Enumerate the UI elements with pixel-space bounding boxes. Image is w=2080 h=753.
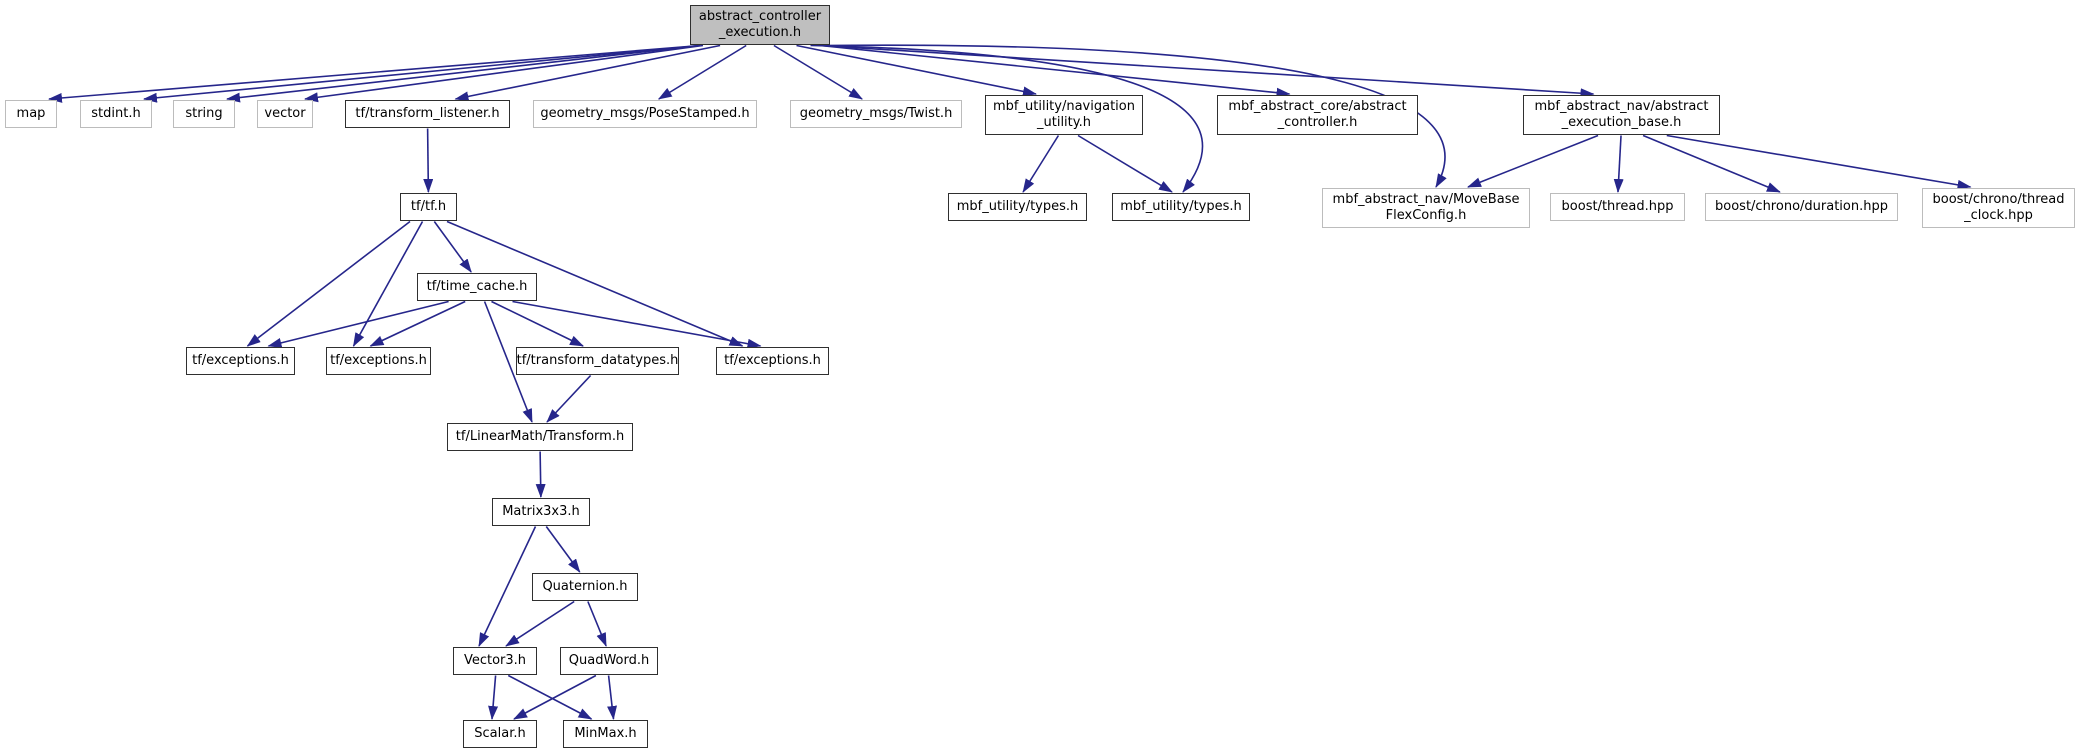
node-exceptions3[interactable]: tf/exceptions.h [716,347,829,375]
edge-quaternion-vector3 [505,600,575,647]
edge-time_cache-exceptions1 [267,300,449,348]
node-quadword[interactable]: QuadWord.h [560,647,658,675]
node-tf[interactable]: tf/tf.h [400,193,457,221]
node-label: string [185,106,223,122]
node-label: tf/time_cache.h [426,279,528,295]
node-execution_base[interactable]: mbf_abstract_nav/abstract _execution_bas… [1523,95,1720,135]
node-twist: geometry_msgs/Twist.h [790,100,962,128]
node-string: string [173,100,235,128]
edge-execution_base-duration [1642,134,1781,193]
node-nav_utility[interactable]: mbf_utility/navigation _utility.h [985,95,1143,135]
node-quaternion[interactable]: Quaternion.h [532,573,638,601]
edge-transform_listener-tf [423,128,434,193]
node-label: boost/chrono/thread _clock.hpp [1932,192,2065,223]
edge-root-posestamped [657,44,747,100]
node-label: QuadWord.h [568,653,650,669]
edge-nav_utility-types2 [1077,134,1173,193]
edge-matrix3x3-quaternion [545,526,581,573]
node-duration: boost/chrono/duration.hpp [1705,193,1898,221]
node-thread_clock: boost/chrono/thread _clock.hpp [1922,188,2075,228]
edge-time_cache-transform_datatypes [491,300,584,347]
node-label: mbf_abstract_nav/MoveBase FlexConfig.h [1332,192,1520,223]
node-label: Scalar.h [474,726,526,742]
node-boost_thread: boost/thread.hpp [1550,193,1685,221]
node-label: Vector3.h [463,653,527,669]
node-label: tf/exceptions.h [330,353,427,369]
node-label: geometry_msgs/PoseStamped.h [540,106,750,122]
node-label: Matrix3x3.h [502,504,580,520]
edge-tf-exceptions2 [352,221,424,347]
node-label: tf/exceptions.h [192,353,289,369]
edge-root-transform_listener [454,44,721,102]
edge-execution_base-thread_clock [1666,134,1972,190]
node-label: tf/exceptions.h [724,353,821,369]
node-label: mbf_utility/types.h [1120,199,1242,215]
node-label: abstract_controller _execution.h [698,9,822,40]
node-map: map [5,100,57,128]
edge-execution_base-mbfconfig [1467,134,1599,188]
node-label: tf/transform_datatypes.h [516,353,679,369]
node-transform_datatypes[interactable]: tf/transform_datatypes.h [516,347,679,375]
node-exceptions1[interactable]: tf/exceptions.h [186,347,295,375]
node-label: mbf_utility/navigation _utility.h [993,99,1135,130]
edge-nav_utility-types1 [1022,135,1060,193]
node-transform_listener[interactable]: tf/transform_listener.h [345,100,510,128]
edge-time_cache-exceptions2 [369,300,466,347]
edge-root-twist [773,44,863,100]
node-mbfconfig: mbf_abstract_nav/MoveBase FlexConfig.h [1322,188,1530,228]
node-types1[interactable]: mbf_utility/types.h [948,193,1087,221]
node-stdint: stdint.h [80,100,152,128]
edge-vector3-scalar [488,675,499,720]
edge-tf-exceptions1 [246,220,411,347]
node-vector: vector [257,100,313,128]
node-root: abstract_controller _execution.h [690,5,830,45]
node-label: tf/transform_listener.h [355,106,500,122]
edge-quadword-scalar [513,674,597,720]
node-label: tf/LinearMath/Transform.h [455,429,625,445]
node-time_cache[interactable]: tf/time_cache.h [417,273,537,301]
node-exceptions2[interactable]: tf/exceptions.h [326,347,431,375]
edge-vector3-minmax [507,674,593,720]
edge-root-map [48,44,701,103]
edge-execution_base-boost_thread [1613,135,1624,193]
node-label: mbf_abstract_core/abstract _controller.h [1228,99,1407,130]
node-label: mbf_utility/types.h [956,199,1079,215]
node-label: MinMax.h [574,726,637,742]
node-label: boost/chrono/duration.hpp [1715,199,1888,215]
edge-matrix3x3-vector3 [478,526,537,647]
node-label: mbf_abstract_nav/abstract _execution_bas… [1534,99,1709,130]
edge-lm_transform-matrix3x3 [535,451,546,498]
node-posestamped: geometry_msgs/PoseStamped.h [533,100,757,128]
node-matrix3x3[interactable]: Matrix3x3.h [492,498,590,526]
edge-root-abstract_controller [819,44,1291,98]
edge-quadword-minmax [607,675,618,720]
edge-root-nav_utility [796,44,1037,97]
node-label: stdint.h [91,106,141,122]
edge-time_cache-exceptions3 [512,300,762,349]
node-label: vector [264,106,306,122]
edge-root-vector [304,44,704,103]
node-types2[interactable]: mbf_utility/types.h [1112,193,1250,221]
node-label: boost/thread.hpp [1561,199,1674,215]
edge-transform_datatypes-lm_transform [546,374,592,423]
edge-root-stdint [143,44,701,103]
node-vector3[interactable]: Vector3.h [453,647,537,675]
node-minmax[interactable]: MinMax.h [563,720,648,748]
node-lm_transform[interactable]: tf/LinearMath/Transform.h [447,423,633,451]
node-label: tf/tf.h [410,199,447,215]
node-scalar[interactable]: Scalar.h [463,720,537,748]
node-label: map [16,106,46,122]
node-abstract_controller[interactable]: mbf_abstract_core/abstract _controller.h [1217,95,1418,135]
edge-tf-time_cache [433,221,472,273]
edge-root-execution_base [819,44,1595,99]
edge-root-string [226,44,701,103]
node-label: geometry_msgs/Twist.h [799,106,953,122]
edge-quaternion-quadword [587,601,607,647]
node-label: Quaternion.h [542,579,628,595]
